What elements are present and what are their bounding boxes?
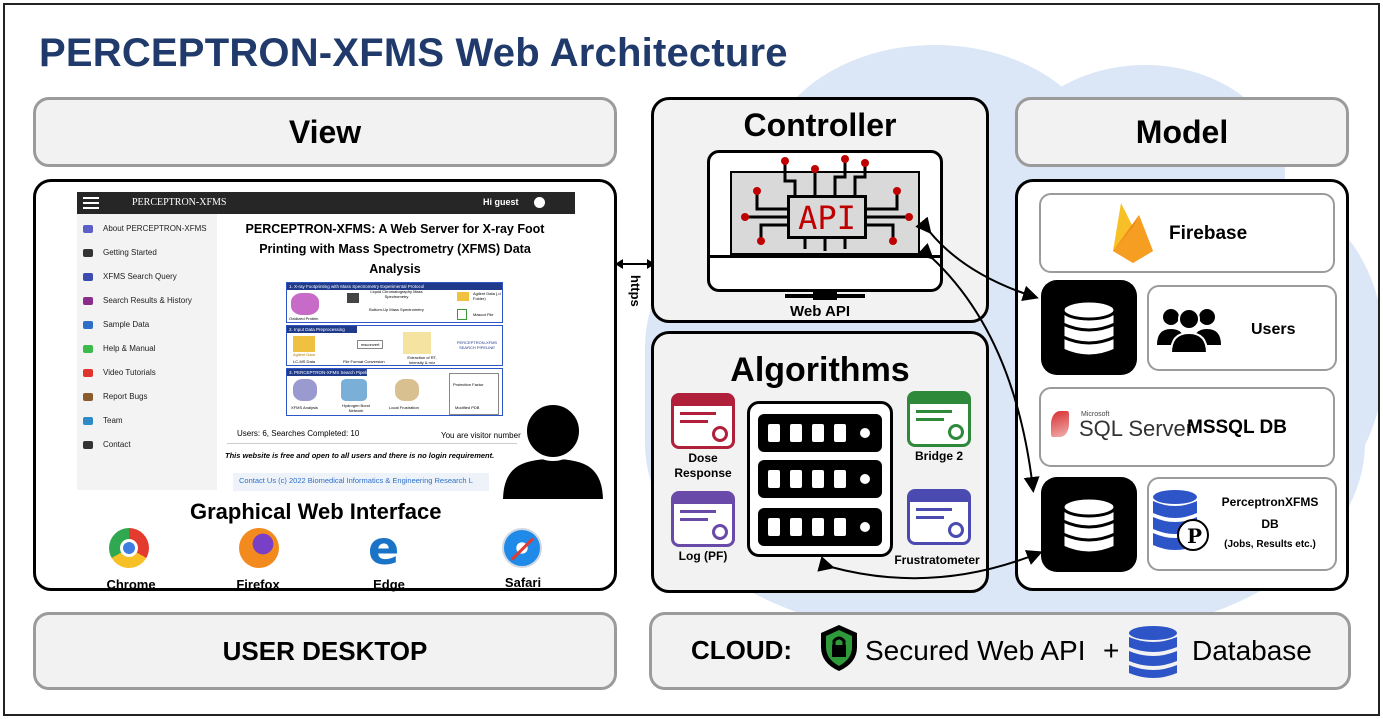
sql-server-brand-small: Microsoft	[1081, 411, 1110, 418]
account-icon	[534, 197, 545, 208]
view-header: View	[33, 97, 617, 167]
https-link	[617, 263, 653, 265]
screenshot-greeting: Hi guest	[483, 197, 519, 207]
sidebar-item: XFMS Search Query	[83, 272, 177, 281]
sidebar-item: Team	[83, 416, 123, 425]
algo-label-dose-response: Dose Response	[674, 451, 732, 480]
algo-label-log-pf: Log (PF)	[678, 549, 728, 563]
user-icon	[498, 401, 608, 501]
cloud-db-label: Database	[1192, 635, 1312, 666]
cloud-label-bar	[649, 612, 1351, 690]
screenshot-notice: This website is free and open to all use…	[225, 451, 495, 460]
arrow-left-icon	[615, 259, 623, 269]
diagram-frame: PERCEPTRON-XFMS Web Architecture View PE…	[3, 3, 1380, 716]
screenshot-footer-bar: Contact Us (c) 2022 Biomedical Informati…	[233, 473, 489, 491]
sidebar-item: Contact	[83, 440, 131, 449]
sql-server-brand: SQL Server	[1079, 416, 1194, 441]
edge-icon: e	[368, 525, 408, 571]
algorithms-header: Algorithms	[730, 351, 910, 389]
model-header: Model	[1015, 97, 1349, 167]
mssql-card	[1039, 387, 1335, 467]
users-icon	[1157, 308, 1221, 353]
screenshot-topbar	[77, 192, 575, 214]
firebase-icon	[1113, 203, 1153, 263]
workflow-panel-3: 3. PERCEPTRON-XFMS Search Pipeline XFMS …	[286, 368, 503, 416]
browser-label-chrome: Chrome	[106, 577, 156, 592]
workflow-panel-2: 2. Input Data Preprocessing Agilent Data…	[286, 325, 503, 366]
sidebar-item: Video Tutorials	[83, 368, 156, 377]
pxdb-label-1: PerceptronXFMS	[1221, 495, 1319, 509]
log-pf-icon	[671, 491, 735, 547]
frustratometer-icon	[907, 489, 971, 545]
monitor-neck	[813, 292, 837, 300]
dose-response-icon	[671, 393, 735, 449]
firebase-card	[1039, 193, 1335, 273]
sql-server-icon	[1051, 411, 1069, 437]
cloud-plus: +	[1103, 635, 1120, 666]
controller-header: Controller	[743, 107, 897, 143]
screenshot-heading: PERCEPTRON-XFMS: A Web Server for X-ray …	[245, 222, 545, 276]
server-icon	[747, 401, 893, 557]
cloud-label: CLOUD:	[691, 635, 793, 665]
mssql-label: MSSQL DB	[1187, 417, 1287, 438]
pxdb-label-2: DB	[1261, 517, 1279, 531]
api-chip: API	[787, 195, 867, 239]
firefox-icon	[239, 528, 279, 568]
cloud-database-icon	[1129, 626, 1177, 678]
screenshot-logo: PERCEPTRON-XFMS	[132, 197, 227, 208]
browser-label-safari: Safari	[504, 575, 542, 590]
browser-label-edge: Edge	[373, 577, 405, 592]
database-icon-2	[1041, 477, 1137, 572]
perceptronxfms-db-icon: P	[1153, 490, 1209, 551]
chrome-icon	[109, 528, 149, 568]
sidebar-item: About PERCEPTRON-XFMS	[83, 224, 207, 233]
browser-label-firefox: Firefox	[236, 577, 280, 592]
circuit-icon	[741, 155, 913, 251]
web-api-caption: Web API	[789, 303, 850, 320]
sidebar-item: Sample Data	[83, 320, 149, 329]
user-desktop-label: USER DESKTOP	[33, 612, 617, 690]
database-icon-1	[1041, 280, 1137, 375]
connector-arrows	[817, 216, 1043, 580]
sidebar-item: Search Results & History	[83, 296, 192, 305]
pxdb-label-3: (Jobs, Results etc.)	[1224, 539, 1316, 550]
hamburger-icon	[83, 197, 99, 209]
screenshot-sidebar: About PERCEPTRON-XFMS Getting Started XF…	[77, 214, 217, 490]
screenshot-visitor: You are visitor number	[441, 431, 521, 440]
shield-icon	[821, 625, 857, 671]
firebase-label: Firebase	[1169, 223, 1248, 244]
users-card	[1147, 285, 1337, 371]
sidebar-item: Help & Manual	[83, 344, 155, 353]
sidebar-item: Getting Started	[83, 248, 157, 257]
workflow-panel-1: 1. X-ray Footprinting with Mass Spectrom…	[286, 282, 503, 323]
page-title: PERCEPTRON-XFMS Web Architecture	[39, 31, 788, 75]
safari-icon	[502, 528, 542, 568]
cloud-api-label: Secured Web API	[865, 635, 1086, 666]
screenshot-footer: Contact Us (c) 2022 Biomedical Informati…	[239, 476, 473, 485]
view-caption: Graphical Web Interface	[190, 499, 442, 524]
screenshot-stats: Users: 6, Searches Completed: 10	[237, 429, 360, 438]
svg-text:P: P	[1187, 524, 1202, 548]
sidebar-item: Report Bugs	[83, 392, 147, 401]
screenshot-divider	[227, 443, 517, 444]
users-label: Users	[1251, 321, 1296, 338]
